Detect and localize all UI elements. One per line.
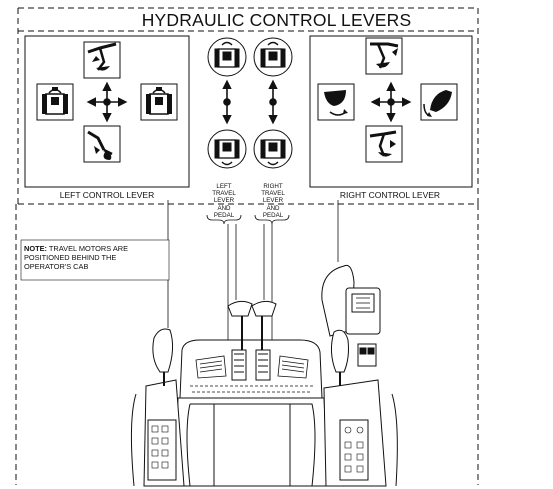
- swing-right-icon: [140, 83, 178, 121]
- right-travel-line: RIGHT: [263, 183, 283, 190]
- swing-left-icon: [36, 83, 74, 121]
- note-line: OPERATOR'S CAB: [24, 262, 89, 272]
- note-line: POSITIONED BEHIND THE: [24, 253, 117, 263]
- left-console: [130, 328, 185, 487]
- right-travel-line: PEDAL: [262, 211, 284, 219]
- bucket-dump-icon: [420, 83, 458, 121]
- left-travel-line: PEDAL: [213, 211, 235, 219]
- leader-lines: [167, 200, 339, 350]
- right-travel-line: AND: [266, 204, 280, 212]
- outer-dashed-frame: [15, 7, 479, 485]
- right-travel-caption: RIGHT TRAVEL LEVER AND PEDAL: [252, 183, 294, 219]
- left-travel-line: TRAVEL: [212, 190, 236, 198]
- note-box: [20, 239, 170, 281]
- note-line: TRAVEL MOTORS ARE: [47, 244, 129, 253]
- left-lever-caption: LEFT CONTROL LEVER: [59, 190, 155, 200]
- travel-arrows: [222, 79, 278, 125]
- left-travel-caption: LEFT TRAVEL LEVER AND PEDAL: [204, 183, 244, 219]
- left-control-panel: [24, 35, 190, 188]
- left-travel-line: LEFT: [216, 183, 232, 190]
- right-cross-arrow-icon: [370, 81, 412, 123]
- bucket-curl-icon: [317, 83, 355, 121]
- operator-cab-illustration: [130, 264, 398, 487]
- reverse-travel-icon: [207, 129, 247, 169]
- boom-down-icon: [83, 125, 121, 163]
- diagram-title: HYDRAULIC CONTROL LEVERS: [141, 10, 412, 30]
- stick-in-icon: [365, 125, 403, 163]
- stick-out-icon: [365, 37, 403, 75]
- right-control-panel: [309, 35, 473, 188]
- right-console: [321, 264, 398, 487]
- left-travel-line: LEVER: [213, 197, 235, 205]
- boom-up-icon: [83, 41, 121, 79]
- travel-lever-panel: [207, 37, 293, 169]
- travel-pedals: [227, 300, 277, 381]
- forward-travel-icon: [253, 37, 293, 77]
- forward-travel-icon: [207, 37, 247, 77]
- left-cross-arrow-icon: [86, 81, 128, 123]
- left-travel-line: AND: [217, 204, 231, 212]
- note-text: NOTE: TRAVEL MOTORS ARE POSITIONED BEHIN…: [24, 244, 164, 272]
- reverse-travel-icon: [253, 129, 293, 169]
- floor-vents: [190, 355, 314, 393]
- right-lever-caption: RIGHT CONTROL LEVER: [339, 190, 441, 200]
- right-travel-line: TRAVEL: [261, 190, 285, 198]
- note-label: NOTE:: [24, 244, 47, 253]
- right-travel-line: LEVER: [262, 197, 284, 205]
